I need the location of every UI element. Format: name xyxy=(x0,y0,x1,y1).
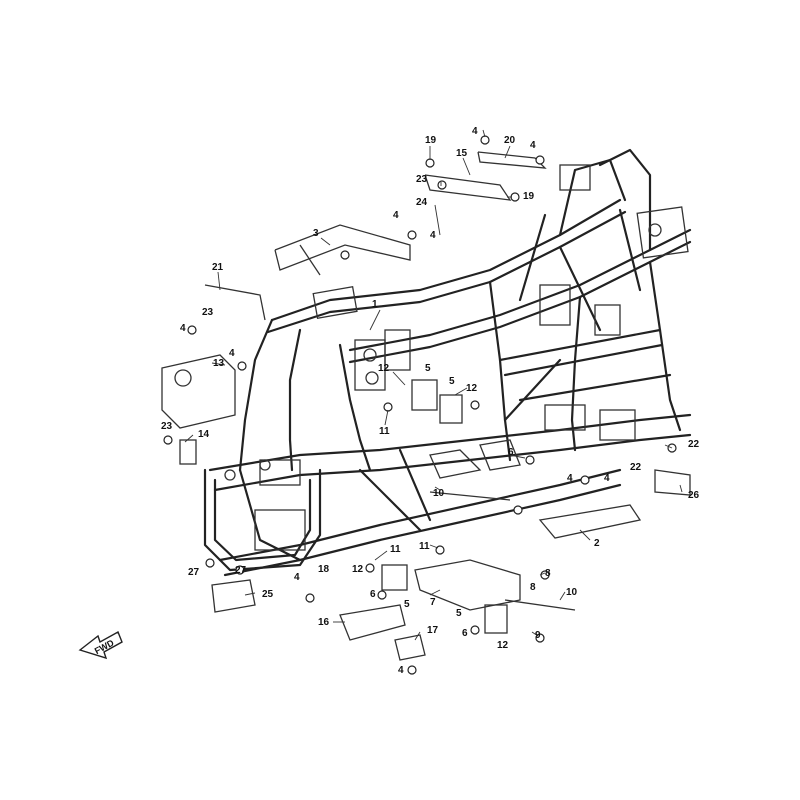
callout-4: 4 xyxy=(180,323,186,334)
leader-lines xyxy=(184,129,683,641)
callout-7: 7 xyxy=(430,597,436,608)
callout-13: 13 xyxy=(213,358,225,369)
callout-14: 14 xyxy=(198,429,210,440)
callout-10: 10 xyxy=(566,587,578,598)
callout-11: 11 xyxy=(390,544,401,555)
callout-4: 4 xyxy=(604,473,610,484)
callout-1: 1 xyxy=(372,299,378,310)
callout-3: 3 xyxy=(313,228,319,239)
callout-4: 4 xyxy=(294,572,300,583)
callout-23: 23 xyxy=(202,307,214,318)
callout-6: 6 xyxy=(370,589,376,600)
callout-12: 12 xyxy=(497,640,509,651)
callout-labels: 19 4 20 4 15 23 19 24 4 3 4 21 23 4 1 13… xyxy=(161,126,700,676)
callout-5: 5 xyxy=(449,376,455,387)
callout-4: 4 xyxy=(472,126,478,137)
callout-19: 19 xyxy=(523,191,535,202)
callout-5: 5 xyxy=(425,363,431,374)
callout-20: 20 xyxy=(504,135,516,146)
callout-4: 4 xyxy=(229,348,235,359)
callout-22: 22 xyxy=(688,439,700,450)
callout-4: 4 xyxy=(393,210,399,221)
callout-11: 11 xyxy=(419,541,430,552)
callout-5: 5 xyxy=(404,599,410,610)
main-frame xyxy=(203,148,692,577)
callout-26: 26 xyxy=(688,490,700,501)
callout-10: 10 xyxy=(433,488,445,499)
callout-6: 6 xyxy=(462,628,468,639)
callout-12: 12 xyxy=(352,564,364,575)
callout-8: 8 xyxy=(530,582,536,593)
fasteners xyxy=(163,135,677,675)
callout-11: 11 xyxy=(379,426,390,437)
callout-5: 5 xyxy=(456,608,462,619)
callout-4: 4 xyxy=(430,230,436,241)
callout-19: 19 xyxy=(425,135,437,146)
callout-23: 23 xyxy=(416,174,428,185)
callout-18: 18 xyxy=(318,564,330,575)
callout-9: 9 xyxy=(535,630,541,641)
callout-22: 22 xyxy=(630,462,642,473)
callout-2: 2 xyxy=(594,538,600,549)
callout-23: 23 xyxy=(161,421,173,432)
callout-15: 15 xyxy=(456,148,468,159)
callout-4: 4 xyxy=(530,140,536,151)
callout-12: 12 xyxy=(378,363,390,374)
callout-4: 4 xyxy=(567,473,573,484)
callout-25: 25 xyxy=(262,589,274,600)
callout-27: 27 xyxy=(235,565,247,576)
frame-details xyxy=(161,151,691,661)
callout-6: 6 xyxy=(508,447,514,458)
callout-12: 12 xyxy=(466,383,478,394)
callout-21: 21 xyxy=(212,262,224,273)
callout-4: 4 xyxy=(398,665,404,676)
callout-24: 24 xyxy=(416,197,428,208)
callout-8: 8 xyxy=(545,568,551,579)
callout-27: 27 xyxy=(188,567,200,578)
callout-16: 16 xyxy=(318,617,330,628)
forward-arrow-icon: FWD xyxy=(78,631,123,660)
callout-17: 17 xyxy=(427,625,439,636)
